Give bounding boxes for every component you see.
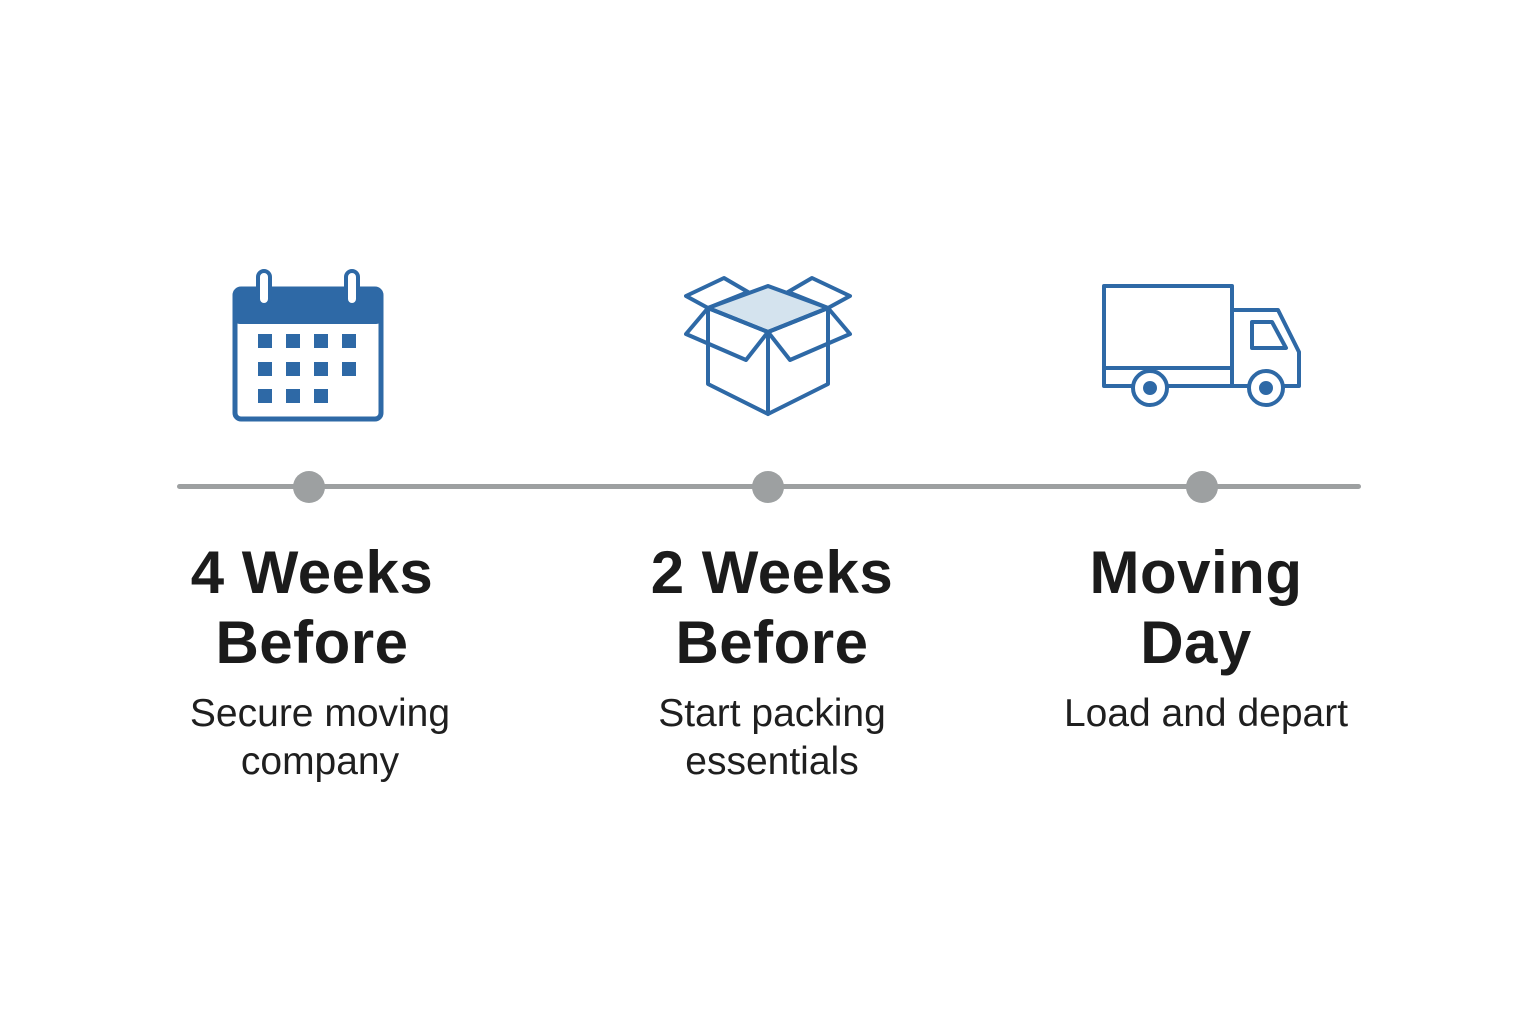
step-1-description: Secure moving company bbox=[110, 690, 530, 786]
step-2-description: Start packing essentials bbox=[562, 690, 982, 786]
timeline-dot-step-3 bbox=[1186, 471, 1218, 503]
open-box-icon bbox=[684, 274, 854, 419]
step-3-title-line-1: Moving bbox=[1089, 539, 1303, 606]
timeline-dot-step-2 bbox=[752, 471, 784, 503]
step-1-title-line-2: Before bbox=[215, 609, 409, 676]
step-3-description: Load and depart bbox=[996, 690, 1416, 738]
step-2-title-line-2: Before bbox=[675, 609, 869, 676]
step-3-title: Moving Day bbox=[986, 538, 1406, 678]
moving-truck-icon bbox=[1100, 282, 1305, 412]
step-2-title: 2 Weeks Before bbox=[562, 538, 982, 678]
step-3-title-line-2: Day bbox=[1140, 609, 1252, 676]
step-1-description-line-1: Secure moving bbox=[189, 692, 451, 735]
step-1-title: 4 Weeks Before bbox=[102, 538, 522, 678]
timeline-dot-step-1 bbox=[293, 471, 325, 503]
step-2-description-line-1: Start packing bbox=[658, 692, 886, 735]
step-2-description-line-2: essentials bbox=[685, 740, 859, 783]
calendar-icon bbox=[228, 266, 388, 426]
step-2-title-line-1: 2 Weeks bbox=[650, 539, 894, 606]
step-1-description-line-2: company bbox=[240, 740, 400, 783]
step-3-description-line-1: Load and depart bbox=[1063, 692, 1349, 735]
step-1-title-line-1: 4 Weeks bbox=[190, 539, 434, 606]
